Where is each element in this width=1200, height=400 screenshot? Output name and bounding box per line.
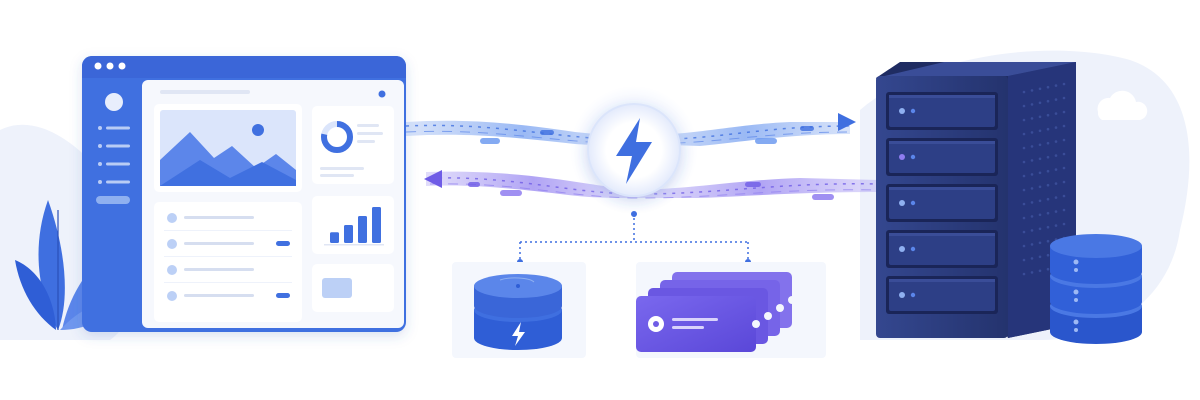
image-card — [154, 104, 302, 192]
window-dot-1 — [94, 62, 102, 70]
list-item[interactable] — [164, 213, 292, 231]
donut-chart-arc — [321, 121, 353, 153]
server-drive-bay — [886, 184, 998, 222]
list-item[interactable] — [167, 291, 290, 301]
notification-dot — [378, 90, 386, 98]
lightning-bolt-icon — [512, 322, 525, 346]
donut-chart-card — [312, 106, 394, 184]
window-dot-2 — [106, 62, 114, 70]
api-cache-hub — [570, 86, 698, 214]
mini-card — [312, 264, 394, 312]
avatar — [105, 93, 123, 111]
window-dot-3 — [118, 62, 126, 70]
bar-chart-bar — [344, 225, 353, 243]
list-item[interactable] — [164, 239, 292, 257]
bar-chart-bar — [330, 232, 339, 243]
arrow-right-icon — [838, 113, 856, 131]
arrow-left-icon — [424, 170, 442, 188]
sidebar-nav-item[interactable] — [98, 162, 130, 166]
status-light — [899, 246, 905, 252]
cache-database — [474, 274, 562, 350]
list-card — [154, 202, 302, 322]
status-light — [899, 200, 905, 206]
hub-connector — [517, 211, 751, 265]
server-rack — [876, 62, 1076, 338]
status-light — [899, 292, 905, 298]
sidebar-nav-item[interactable] — [98, 144, 130, 148]
dashboard-window — [82, 56, 406, 332]
server-drive-bay — [886, 276, 998, 314]
message-queue-panel — [636, 262, 826, 358]
queue-message-card — [636, 296, 760, 352]
database-disk — [1050, 234, 1142, 284]
bar-chart-bar — [372, 207, 381, 243]
database-stack — [1050, 234, 1142, 344]
sidebar-nav-item[interactable] — [98, 180, 130, 184]
status-light — [899, 108, 905, 114]
sun-icon — [252, 124, 264, 136]
status-light — [899, 154, 905, 160]
bar-chart-card — [312, 196, 394, 254]
server-drive-bay — [886, 138, 998, 176]
server-drive-bay — [886, 230, 998, 268]
dashboard-sidebar — [96, 93, 130, 204]
server-drive-bay — [886, 92, 998, 130]
sidebar-nav-item[interactable] — [98, 126, 130, 130]
lightning-bolt-icon — [616, 118, 652, 184]
bar-chart-bar — [358, 216, 367, 243]
list-item[interactable] — [164, 265, 292, 283]
cloud-icon — [1097, 90, 1148, 120]
sidebar-nav-item[interactable] — [96, 196, 130, 204]
cache-database-panel — [452, 262, 586, 358]
